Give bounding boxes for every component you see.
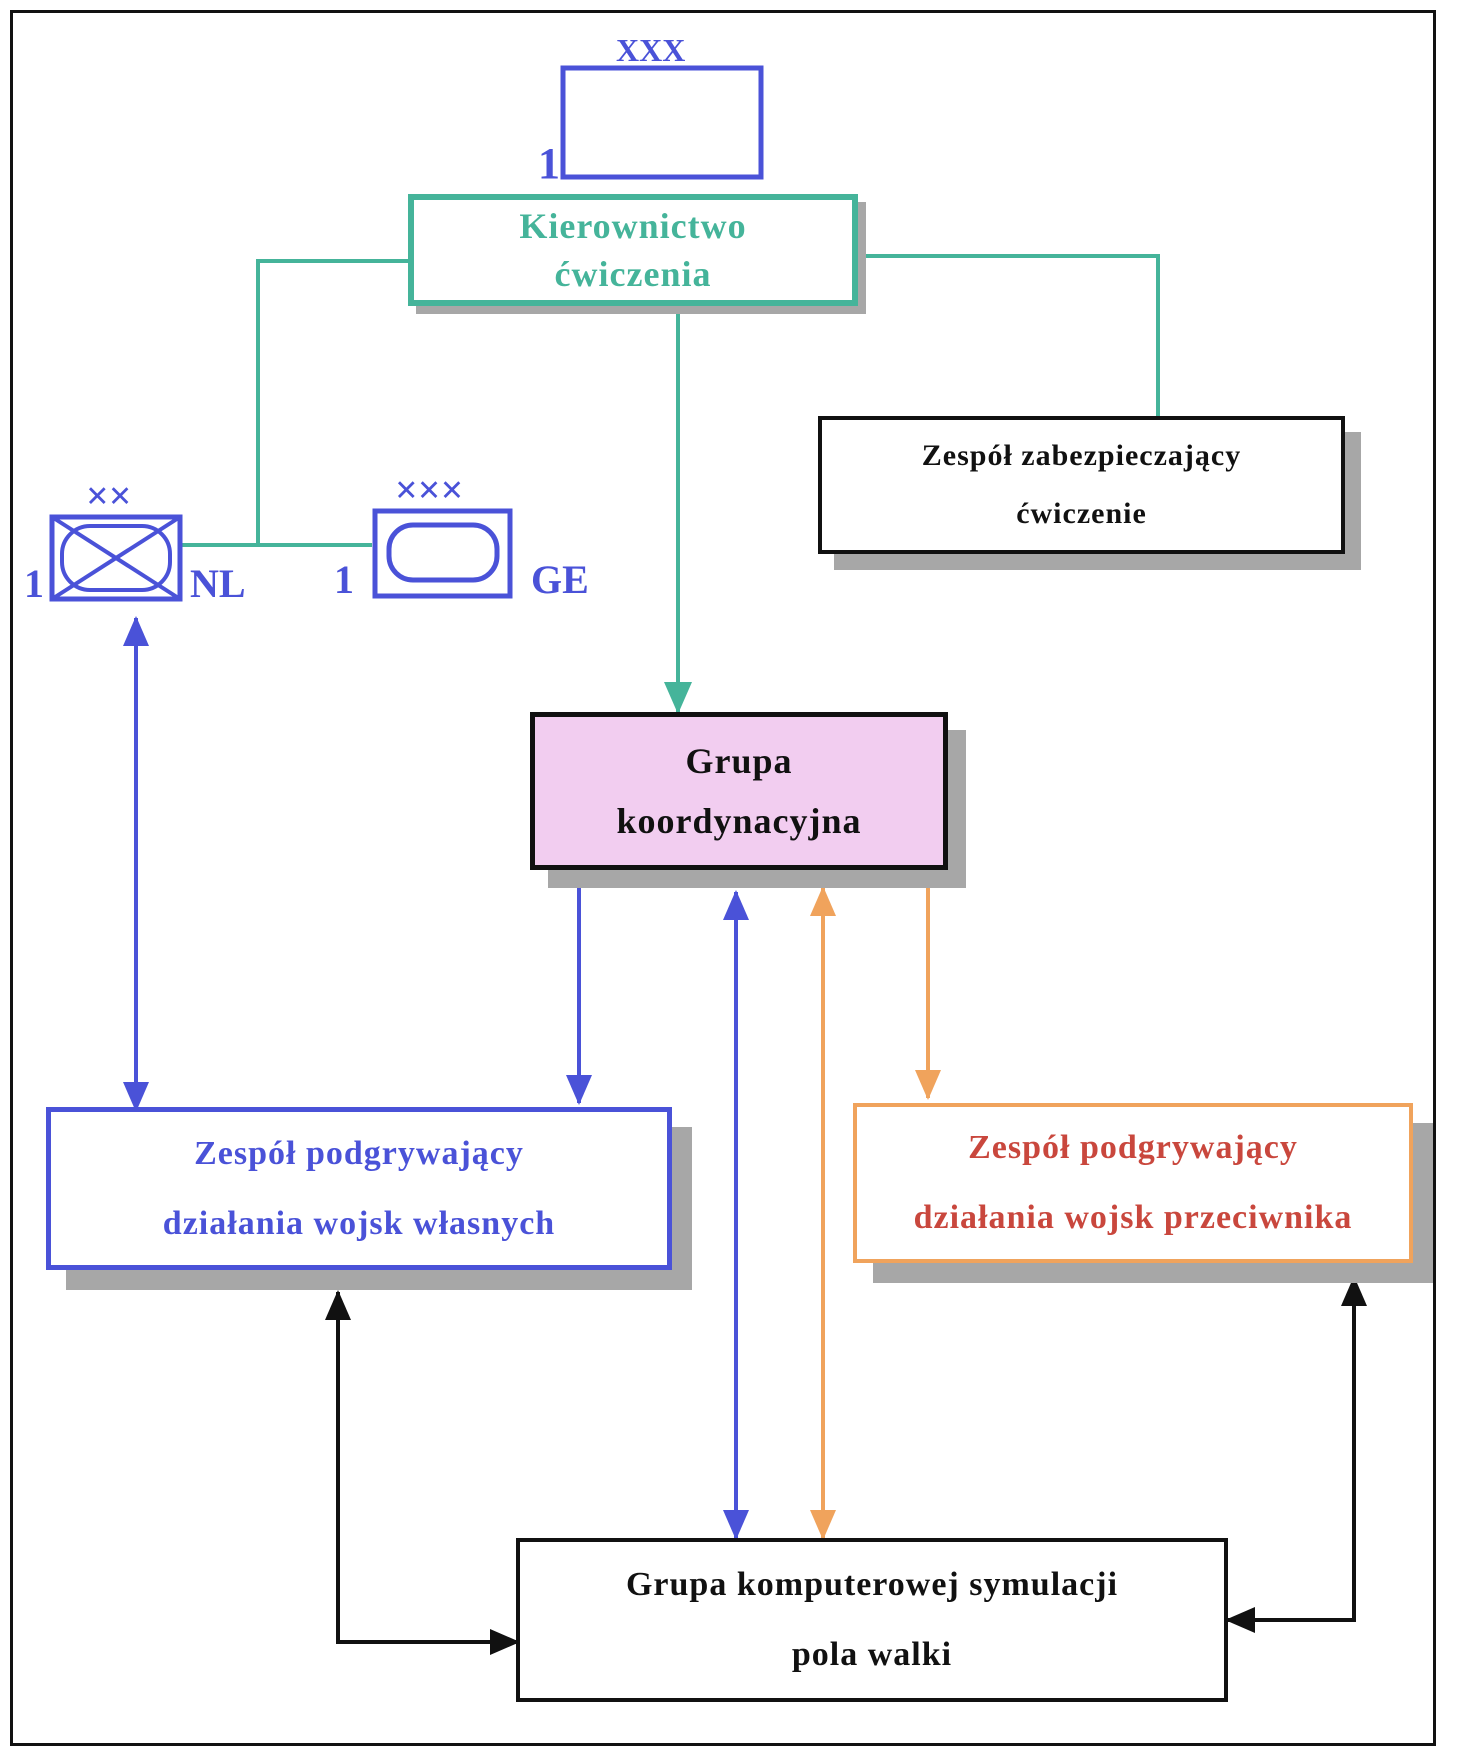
leadership-line1: Kierownictwo	[519, 206, 747, 246]
top-unit-box	[560, 65, 764, 180]
security-team-line1: Zespół zabezpieczający	[921, 439, 1242, 472]
ge-unit-nation: GE	[531, 557, 589, 602]
ge-unit-symbol	[372, 508, 513, 599]
ge-unit-echelon: ×××	[395, 467, 464, 512]
leadership-box: Kierownictwo ćwiczenia	[408, 194, 858, 306]
ge-unit-designator: 1	[334, 557, 354, 602]
simulation-group-line2: pola walki	[791, 1636, 953, 1673]
enemy-forces-team-box: Zespół podgrywający działania wojsk prze…	[853, 1103, 1413, 1263]
enemy-forces-team-line1: Zespół podgrywający	[968, 1129, 1298, 1166]
connector-leadership-to-security	[858, 254, 1160, 424]
coordination-group-line1: Grupa	[685, 741, 793, 781]
own-forces-team-box: Zespół podgrywający działania wojsk włas…	[46, 1107, 672, 1270]
simulation-group-line1: Grupa komputerowej symulacji	[625, 1566, 1119, 1603]
security-team-box: Zespół zabezpieczający ćwiczenie	[818, 416, 1345, 554]
nl-unit-nation: NL	[190, 561, 246, 606]
nl-unit-symbol	[49, 514, 183, 602]
own-forces-team-line2: działania wojsk własnych	[162, 1204, 556, 1242]
simulation-group-box: Grupa komputerowej symulacji pola walki	[516, 1538, 1228, 1702]
top-unit-designator: 1	[538, 139, 560, 188]
top-unit-echelon: XXX	[616, 32, 686, 68]
arrow-enemy-forces-simulation	[1225, 1276, 1367, 1633]
connector-leadership-to-units	[256, 259, 410, 545]
own-forces-team-line1: Zespół podgrywający	[194, 1134, 524, 1172]
security-team-line2: ćwiczenie	[1016, 497, 1147, 530]
coordination-group-line2: koordynacyjna	[616, 801, 862, 841]
coordination-group-box: Grupa koordynacyjna	[530, 712, 948, 870]
nl-unit-designator: 1	[24, 561, 44, 606]
leadership-line2: ćwiczenia	[554, 254, 712, 294]
nl-unit-echelon: ××	[86, 473, 132, 518]
outer-frame	[10, 10, 1436, 1746]
enemy-forces-team-line2: działania wojsk przeciwnika	[913, 1199, 1353, 1236]
arrow-own-forces-simulation	[325, 1290, 520, 1655]
